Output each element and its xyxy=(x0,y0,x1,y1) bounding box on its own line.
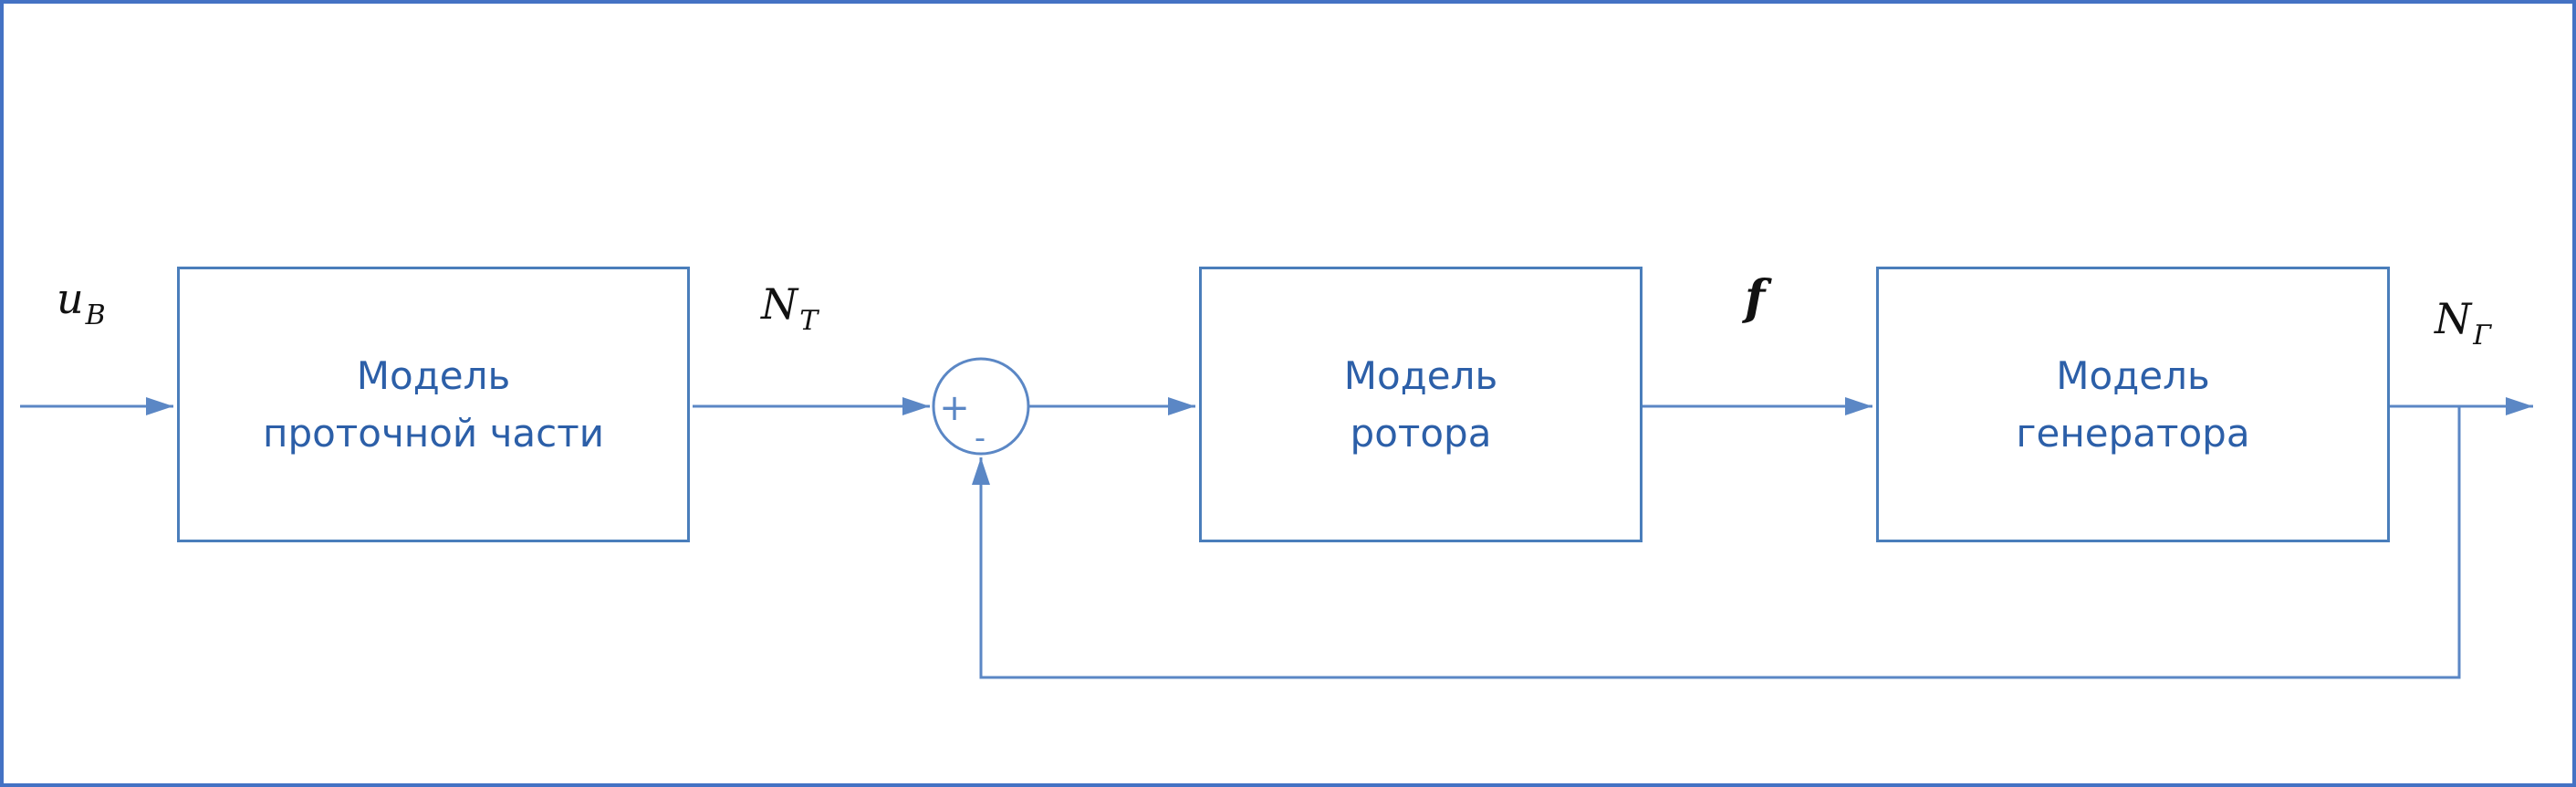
signal-subscript: B xyxy=(85,299,106,331)
block-label-line: Модель xyxy=(1343,353,1498,398)
generator-power-label: NГ xyxy=(2435,294,2491,352)
feedback-loop-arrow xyxy=(972,406,2461,679)
block-label-line: Модель xyxy=(356,353,511,398)
signal-base: N xyxy=(761,279,798,329)
block-rotor-model: Модель ротора xyxy=(1199,267,1643,542)
block-label-line: проточной части xyxy=(262,411,604,456)
block-label-line: Модель xyxy=(2056,353,2210,398)
turbine-power-label: NT xyxy=(761,279,818,337)
signal-base: f xyxy=(1745,270,1766,326)
signal-subscript: Г xyxy=(2473,320,2492,352)
wires-layer: + - xyxy=(20,357,2533,679)
signal-base: N xyxy=(2435,294,2472,343)
summing-minus-sign: - xyxy=(975,420,986,456)
summing-plus-sign: + xyxy=(939,387,970,429)
signal-subscript: T xyxy=(799,305,819,337)
block-flow-path-model: Модель проточной части xyxy=(177,267,690,542)
signal-base: u xyxy=(57,274,84,323)
block-label-line: ротора xyxy=(1350,411,1492,456)
block-label-line: генератора xyxy=(2016,411,2250,456)
input-signal-label: uB xyxy=(57,274,106,331)
frequency-signal-label: f xyxy=(1745,270,1767,332)
block-generator-model: Модель генератора xyxy=(1876,267,2390,542)
